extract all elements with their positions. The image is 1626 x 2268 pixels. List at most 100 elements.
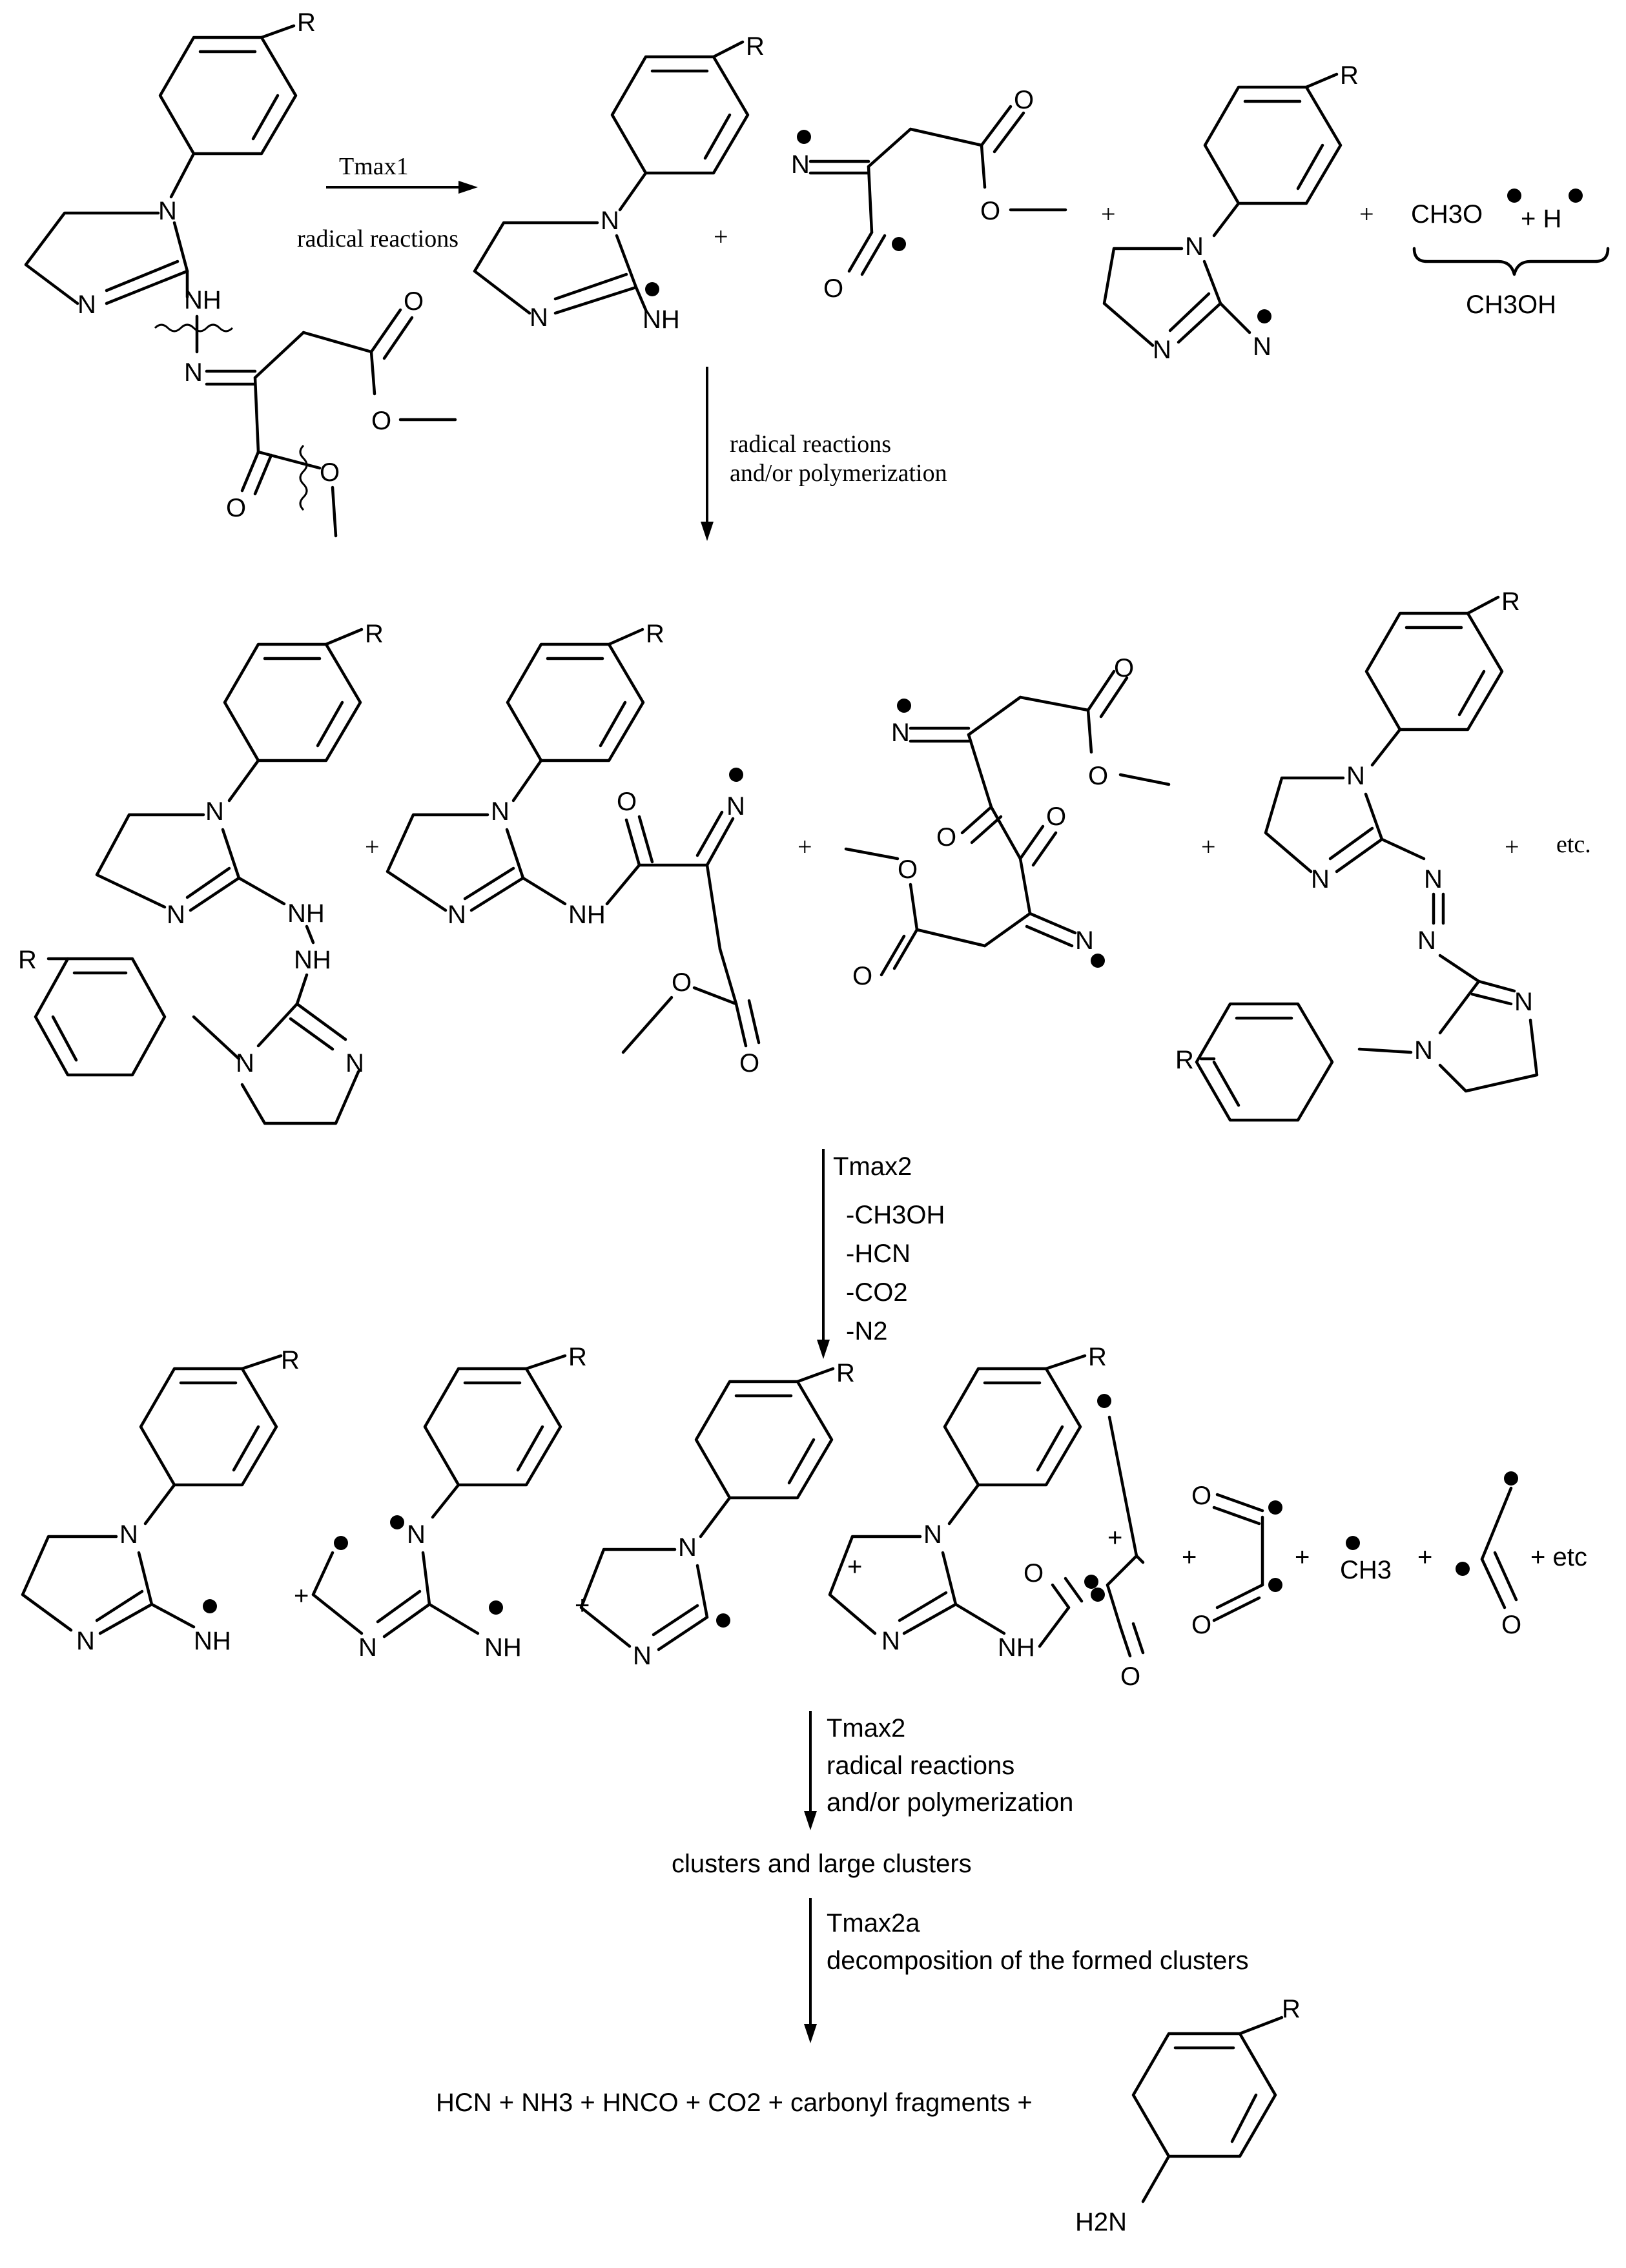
step4-line2: and/or polymerization	[827, 1788, 1073, 1817]
row3-acetyl-radical: O	[1456, 1471, 1521, 1639]
n3-label: N	[77, 291, 96, 319]
n-label: N	[184, 358, 203, 387]
n-label: N	[1185, 232, 1204, 261]
step5-description: decomposition of the formed clusters	[827, 1946, 1249, 1975]
methoxy-radical-label: CH3O	[1411, 200, 1483, 229]
r-label: R	[836, 1359, 855, 1387]
plus-sign: +	[847, 1553, 862, 1581]
r-label: R	[1340, 61, 1359, 90]
r-label: R	[1501, 587, 1520, 616]
n-label: N	[236, 1049, 254, 1078]
methyl-label: CH3	[1340, 1556, 1392, 1584]
n-label: N	[678, 1533, 697, 1562]
o-label: O	[617, 788, 637, 816]
plus-sign: +	[1359, 199, 1374, 229]
tmax1-label: Tmax1	[339, 153, 409, 180]
n-label: N	[633, 1642, 652, 1670]
r-label: R	[281, 1346, 300, 1374]
step4-arrow: Tmax2 radical reactions and/or polymeriz…	[804, 1711, 1073, 1830]
tmax2a-label: Tmax2a	[827, 1909, 920, 1937]
plus-sign: +	[1101, 199, 1116, 229]
n-label: N	[1153, 336, 1171, 364]
step4-line1: radical reactions	[827, 1752, 1014, 1780]
plus-sign: +	[714, 222, 728, 251]
aniline: R H2N	[1075, 1995, 1301, 2236]
nh-label: NH	[184, 286, 221, 314]
product-nh-radical: R N N NH	[473, 32, 765, 334]
etc-label: + etc	[1530, 1543, 1587, 1571]
n-label: N	[1414, 1036, 1433, 1065]
row3-large-radical: R N N NH O O +	[828, 1343, 1145, 1691]
etc-label: etc.	[1556, 831, 1591, 858]
o-label: O	[226, 494, 246, 522]
o-label: O	[936, 823, 956, 852]
loss-2: -HCN	[846, 1240, 911, 1268]
o-label: O	[1120, 1662, 1140, 1691]
r-label: R	[1282, 1995, 1301, 2023]
r-label: R	[18, 946, 37, 974]
r-label: R	[1175, 1046, 1194, 1074]
nh-label: NH	[287, 899, 325, 928]
step3-arrow: Tmax2 -CH3OH -HCN -CO2 -N2	[817, 1149, 945, 1359]
n-label: N	[1311, 865, 1330, 894]
loss-4: -N2	[846, 1317, 887, 1345]
start-side-chain: N O O O O	[154, 287, 457, 538]
n-label: N	[448, 901, 466, 929]
n-label: N	[358, 1633, 377, 1662]
n-label: N	[891, 719, 910, 747]
o-label: O	[404, 287, 424, 316]
nh-label: NH	[568, 901, 606, 929]
plus-sign: +	[1295, 1543, 1310, 1571]
n-label: N	[407, 1520, 426, 1549]
o-label: O	[980, 197, 1000, 225]
n-label: N	[167, 901, 185, 929]
o-label: O	[1014, 86, 1034, 114]
n-label: N	[601, 207, 619, 235]
r-label: R	[365, 620, 384, 648]
plus-sign: +	[1182, 1543, 1197, 1571]
plus-sign: +	[365, 832, 380, 861]
n-label: N	[1417, 926, 1436, 955]
row3-imidazoline-radical: R N N	[579, 1359, 855, 1670]
n-label: N	[1346, 762, 1365, 790]
start-imidazoline-ring: N N NH	[24, 152, 221, 319]
row3-glyoxal-diradical: O O	[1191, 1482, 1282, 1639]
n-label: N	[205, 797, 224, 826]
tmax2-label: Tmax2	[833, 1152, 912, 1181]
n-label: N	[923, 1520, 942, 1549]
hydrazine-dimer: R N N NH NH N N R	[18, 620, 384, 1125]
step1-arrow: Tmax1 radical reactions	[297, 153, 478, 252]
n-label: N	[881, 1627, 900, 1655]
o-label: O	[1114, 654, 1134, 682]
n-label: N	[791, 150, 810, 179]
plus-sign: +	[294, 1582, 309, 1610]
row3-nh-radical: R N N NH	[21, 1346, 300, 1655]
step1-description: radical reactions	[297, 225, 458, 252]
step2-arrow: radical reactions and/or polymerization	[701, 367, 947, 541]
n-label: N	[119, 1520, 138, 1549]
plus-sign: +	[1107, 1524, 1122, 1552]
plus-sign: +	[1201, 832, 1216, 861]
n-label: N	[1424, 865, 1443, 894]
r-label: R	[746, 32, 765, 61]
nh-label: NH	[294, 946, 331, 974]
o-label: O	[320, 458, 340, 487]
n-label: N	[1253, 332, 1271, 361]
o-label: O	[852, 962, 872, 990]
n-label: N	[1514, 988, 1533, 1016]
product-n-radical: R N N N	[1102, 61, 1359, 364]
hydrogen-radical-label: + H	[1521, 205, 1561, 233]
n-label: N	[726, 792, 745, 821]
r-label: R	[646, 620, 664, 648]
o-label: O	[739, 1049, 759, 1078]
step2-line1: radical reactions	[730, 431, 891, 458]
r-label: R	[1088, 1343, 1107, 1371]
methoxy-hydrogen-group: CH3O + H CH3OH	[1411, 189, 1610, 319]
h2n-label: H2N	[1075, 2208, 1127, 2236]
azo-dimer: R N N N N N N R	[1175, 587, 1539, 1122]
row3-methyl-radical: CH3	[1340, 1536, 1392, 1584]
plus-sign: +	[798, 832, 812, 861]
o-label: O	[1501, 1611, 1521, 1639]
